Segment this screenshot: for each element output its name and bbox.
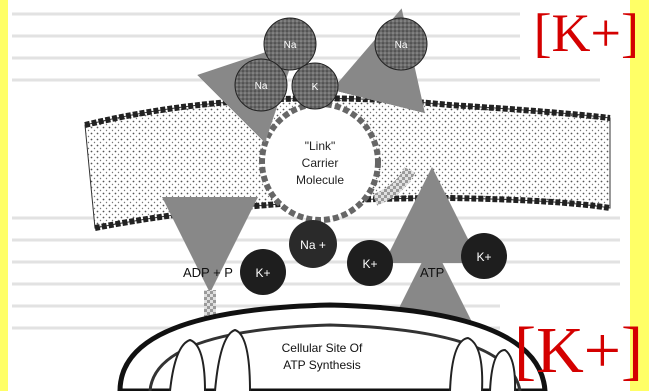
na-ion-2: Na <box>375 18 427 70</box>
carrier-label-line-1: "Link" <box>305 139 336 153</box>
adp-label: ADP + P <box>183 265 233 280</box>
k-ion-inside-2: K+ <box>347 240 393 286</box>
k-concentration-outside-label: [K+] <box>534 6 639 60</box>
na-ion-3: Na <box>235 59 287 111</box>
k-ion-inside-2-label: K+ <box>362 257 377 271</box>
synthesis-label-line-2: ATP Synthesis <box>283 358 361 372</box>
k-ion-outside: K <box>292 63 338 109</box>
na-ion-inside-label: Na + <box>300 238 326 252</box>
na-ion-3-label: Na <box>255 81 268 92</box>
k-concentration-inside-label: [K+] <box>514 318 643 384</box>
carrier-label-line-3: Molecule <box>296 173 344 187</box>
na-ion-2-label: Na <box>395 40 408 51</box>
k-ion-outside-label: K <box>312 82 319 93</box>
k-ion-inside-3-label: K+ <box>476 250 491 264</box>
na-ion-1-label: Na <box>284 40 297 51</box>
k-ion-inside-1: K+ <box>240 249 286 295</box>
na-ion-inside: Na + <box>289 220 337 268</box>
k-ion-inside-3: K+ <box>461 233 507 279</box>
atp-label: ATP <box>420 265 444 280</box>
k-ion-inside-1-label: K+ <box>255 266 270 280</box>
carrier-label-line-2: Carrier <box>302 156 339 170</box>
synthesis-label-line-1: Cellular Site Of <box>282 341 363 355</box>
